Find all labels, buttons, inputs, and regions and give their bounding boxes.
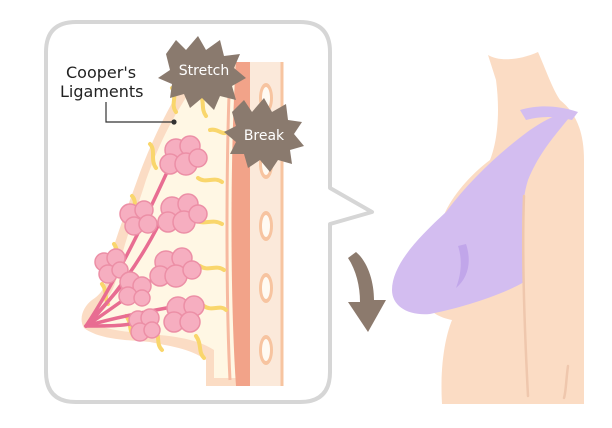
ligament-13 — [194, 334, 206, 360]
lobule-5 — [149, 247, 202, 288]
bra-strap — [520, 106, 578, 120]
lobule-3 — [157, 193, 208, 234]
lobule-4 — [94, 248, 129, 284]
curved-down-arrow-icon — [348, 252, 386, 332]
break-callout: Break — [224, 98, 304, 172]
back-line — [562, 364, 570, 400]
chest-muscle-edge — [225, 69, 232, 381]
rib-inner-4 — [262, 277, 270, 299]
gland-lobules — [94, 135, 208, 342]
ligament-9 — [198, 264, 226, 272]
ribs — [259, 83, 273, 365]
coopers-label-line1: Cooper's — [66, 63, 136, 82]
burst-icon — [158, 36, 246, 110]
lobule-2 — [119, 200, 158, 236]
lobule-7 — [163, 295, 205, 333]
bra-cup — [392, 113, 572, 315]
lobule-6 — [118, 271, 152, 307]
break-label: Break — [244, 128, 285, 144]
burst-icon — [224, 98, 304, 172]
ligament-11 — [202, 304, 228, 312]
leader-dot — [171, 119, 177, 125]
stretch-callout: Stretch — [158, 36, 246, 110]
lobule-8 — [128, 308, 161, 342]
rib-inner-3 — [262, 215, 270, 237]
arm-line — [521, 194, 530, 398]
ligament-4 — [148, 142, 158, 170]
coopers-label-line2: Ligaments — [60, 82, 144, 101]
coopers-ligaments-callout: Cooper's Ligaments — [60, 63, 177, 125]
rib-inner-5 — [262, 339, 270, 361]
leader-line — [105, 102, 174, 123]
ligament-5 — [196, 176, 224, 184]
torso-figure — [392, 52, 584, 404]
lobule-1 — [159, 135, 208, 176]
bra-fold — [456, 244, 469, 288]
stretch-label: Stretch — [179, 63, 230, 79]
